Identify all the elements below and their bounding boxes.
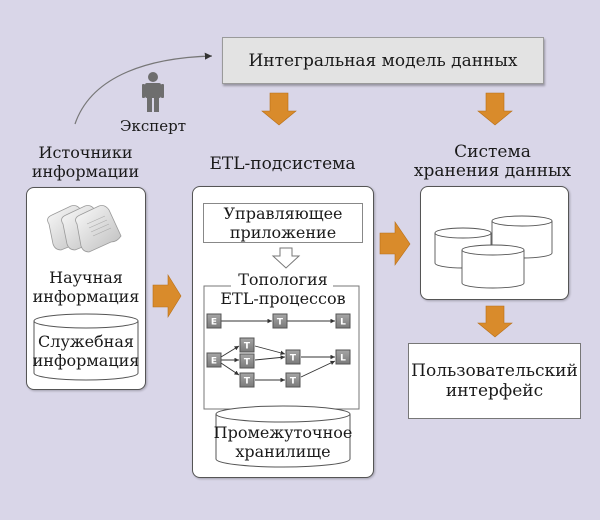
svg-text:T: T — [290, 354, 297, 364]
scientific-info-line2: информация — [32, 287, 140, 306]
arrow-down-model-to-storage — [477, 92, 513, 126]
edge — [254, 355, 286, 361]
staging-storage-cylinder — [215, 405, 351, 468]
edge — [220, 345, 240, 358]
arrow-right-etl-to-storage — [379, 221, 411, 266]
integral-data-model-box: Интегральная модель данных — [222, 37, 544, 84]
svg-text:E: E — [211, 318, 217, 328]
sources-title-line2: информации — [31, 162, 140, 181]
etl-node-load: L — [335, 349, 351, 365]
person-icon — [142, 72, 164, 112]
sources-title-line1: Источники — [38, 143, 133, 162]
etl-node-extract: E — [206, 352, 222, 368]
control-app-line2: приложение — [229, 223, 337, 242]
control-app-line1: Управляющее — [223, 204, 343, 223]
svg-text:E: E — [211, 357, 217, 367]
etl-node-transform: T — [239, 372, 255, 388]
etl-node-transform: T — [285, 349, 301, 365]
arrow-down-storage-to-ui — [477, 305, 513, 338]
scientific-info-line1: Научная — [49, 268, 123, 287]
staging-line2: хранилище — [235, 442, 331, 461]
service-info-label: Служебная информация — [27, 332, 145, 370]
edge — [300, 360, 336, 378]
databases-icon — [434, 215, 553, 289]
etl-title: ETL-подсистема — [209, 154, 356, 174]
expert-label: Эксперт — [119, 117, 187, 135]
database-cylinder — [461, 244, 525, 289]
user-interface-box: Пользовательский интерфейс — [408, 343, 581, 419]
svg-text:T: T — [290, 377, 297, 387]
documents-icon — [47, 205, 122, 253]
user-interface-line2: интерфейс — [445, 381, 544, 401]
staging-line1: Промежуточное — [213, 423, 353, 442]
service-info-line2: информация — [32, 351, 140, 370]
etl-node-load: L — [335, 313, 351, 329]
storage-title: Система хранения данных — [395, 143, 590, 181]
arrow-down-model-to-etl — [261, 92, 297, 126]
etl-node-extract: E — [206, 313, 222, 329]
svg-text:T: T — [244, 342, 251, 352]
storage-title-line1: Система — [454, 142, 531, 162]
hollow-arrow-down-icon — [271, 247, 301, 269]
svg-text:L: L — [340, 354, 346, 364]
service-info-line1: Служебная — [38, 332, 134, 351]
etl-panel: Управляющее приложение Топология ETL-про… — [192, 186, 374, 478]
sources-title: Источники информации — [18, 143, 153, 181]
topology-line2: ETL-процессов — [220, 289, 346, 308]
user-interface-line1: Пользовательский — [411, 361, 578, 381]
arrow-right-sources-to-etl — [152, 273, 182, 319]
etl-node-transform: T — [239, 353, 255, 369]
topology-line1: Топология — [238, 270, 328, 289]
storage-panel — [420, 186, 569, 300]
etl-node-transform: T — [272, 313, 288, 329]
scientific-info-label: Научная информация — [27, 268, 145, 306]
etl-node-transform: T — [285, 372, 301, 388]
edge — [254, 345, 286, 356]
svg-text:T: T — [244, 377, 251, 387]
topology-label: Топология ETL-процессов — [193, 270, 373, 308]
edge — [220, 362, 240, 376]
sources-panel: Научная информация Служебная информация — [26, 187, 146, 390]
integral-data-model-label: Интегральная модель данных — [248, 50, 518, 71]
service-info-cylinder — [33, 313, 139, 381]
staging-storage-label: Промежуточное хранилище — [193, 423, 373, 461]
etl-flow-graph: E T L E T T T T T L — [206, 313, 351, 388]
etl-node-transform: T — [239, 337, 255, 353]
svg-text:T: T — [277, 318, 284, 328]
storage-title-line2: хранения данных — [413, 161, 572, 181]
svg-text:T: T — [244, 358, 251, 368]
control-app-box: Управляющее приложение — [203, 203, 363, 243]
svg-text:L: L — [340, 318, 346, 328]
expert-curve-arrow — [74, 52, 213, 125]
